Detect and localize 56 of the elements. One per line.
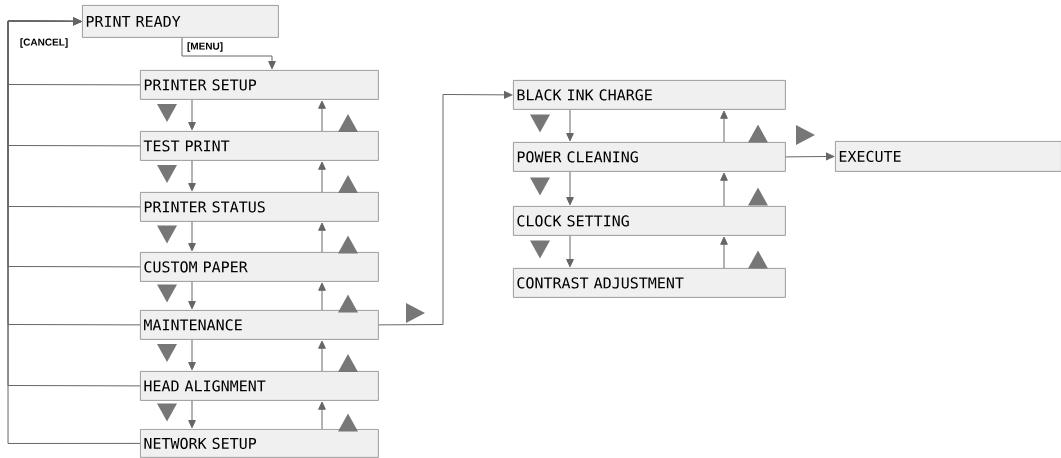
menu-box: HEAD ALIGNMENT bbox=[140, 371, 379, 401]
menu-box: PRINTER STATUS bbox=[140, 192, 379, 222]
direction-arrow bbox=[530, 177, 550, 196]
arrow bbox=[566, 171, 574, 206]
direction-arrow bbox=[338, 175, 358, 193]
menu-box: CONTRAST ADJUSTMENT bbox=[513, 268, 786, 298]
direction-arrow bbox=[748, 250, 768, 269]
menu-box: TEST PRINT bbox=[140, 131, 379, 161]
direction-arrow bbox=[338, 114, 358, 132]
direction-arrow bbox=[406, 303, 425, 323]
direction-arrow bbox=[530, 240, 550, 259]
direction-arrow bbox=[530, 114, 550, 133]
key-label: [CANCEL] bbox=[20, 38, 68, 48]
arrow bbox=[188, 221, 196, 252]
direction-arrow bbox=[338, 413, 358, 432]
arrow bbox=[318, 161, 326, 193]
arrow bbox=[318, 340, 326, 372]
direction-arrow bbox=[338, 354, 358, 372]
menu-box: CLOCK SETTING bbox=[513, 206, 786, 236]
direction-arrow bbox=[748, 124, 768, 143]
arrow bbox=[188, 339, 196, 371]
arrow bbox=[566, 235, 574, 268]
menu-box: PRINT READY bbox=[82, 5, 279, 38]
arrow bbox=[188, 160, 196, 192]
arrow bbox=[566, 109, 574, 142]
direction-arrow bbox=[157, 403, 177, 422]
arrow bbox=[188, 400, 196, 429]
arrow bbox=[318, 100, 326, 132]
arrow bbox=[720, 236, 728, 269]
direction-arrow bbox=[157, 165, 177, 183]
menu-box: NETWORK SETUP bbox=[140, 429, 379, 458]
menu-box: POWER CLEANING bbox=[513, 142, 786, 172]
arrow bbox=[188, 99, 196, 131]
arrow bbox=[188, 281, 196, 310]
direction-arrow bbox=[338, 235, 358, 254]
arrow bbox=[720, 172, 728, 207]
menu-box: PRINTER SETUP bbox=[140, 70, 379, 100]
direction-arrow bbox=[157, 104, 177, 122]
direction-arrow bbox=[748, 187, 768, 206]
menu-box: EXECUTE bbox=[835, 141, 1061, 172]
edge-label: [MENU] bbox=[187, 42, 223, 52]
direction-arrow bbox=[157, 225, 177, 244]
arrow bbox=[181, 37, 276, 70]
menu-box: MAINTENANCE bbox=[140, 310, 379, 340]
arrow bbox=[785, 152, 835, 161]
menu-box: BLACK INK CHARGE bbox=[513, 80, 786, 110]
menu-box: CUSTOM PAPER bbox=[140, 252, 379, 282]
direction-arrow bbox=[157, 284, 177, 303]
direction-arrow bbox=[338, 294, 358, 313]
direction-arrow bbox=[796, 125, 815, 145]
direction-arrow bbox=[157, 344, 177, 362]
arrow bbox=[378, 91, 513, 326]
arrow bbox=[318, 222, 326, 253]
arrow bbox=[318, 282, 326, 311]
arrow bbox=[720, 110, 728, 143]
arrow bbox=[318, 401, 326, 430]
